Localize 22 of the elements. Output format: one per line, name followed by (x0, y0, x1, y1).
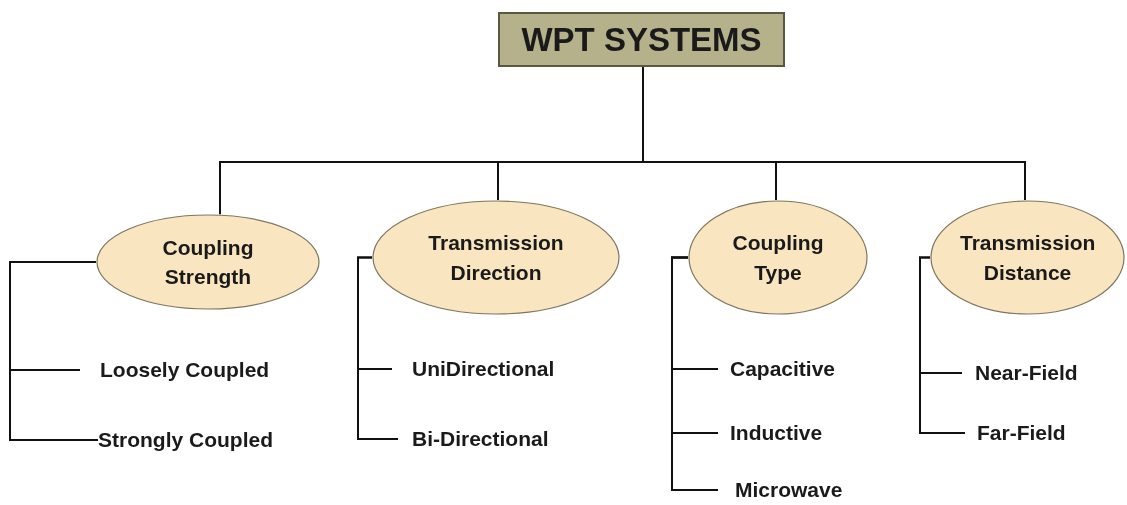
type-label: Far-Field (965, 421, 1066, 445)
category-ellipse (372, 200, 620, 315)
category-label: Transmission Distance (960, 230, 1095, 286)
title-box: WPT SYSTEMS (498, 12, 785, 67)
category-ellipse (96, 214, 320, 310)
type-label: Bi-Directional (398, 427, 549, 451)
type-label: Microwave (718, 478, 843, 502)
connector-line (9, 261, 99, 441)
type-label: Inductive (718, 421, 823, 445)
category-label: Coupling Strength (161, 234, 255, 290)
category-ellipse (930, 200, 1125, 315)
category-label: Transmission Direction (427, 230, 565, 286)
connector-line (671, 256, 719, 491)
category-label: Coupling Type (731, 230, 825, 286)
category-ellipse (688, 200, 868, 315)
type-label: UniDirectional (392, 357, 555, 381)
type-label: Capacitive (718, 357, 836, 381)
type-label: Strongly Coupled (98, 428, 273, 452)
connector-line (357, 256, 399, 440)
connector-line (919, 256, 966, 434)
type-label: Near-Field (962, 361, 1078, 385)
type-label: Loosely Coupled (80, 358, 270, 382)
